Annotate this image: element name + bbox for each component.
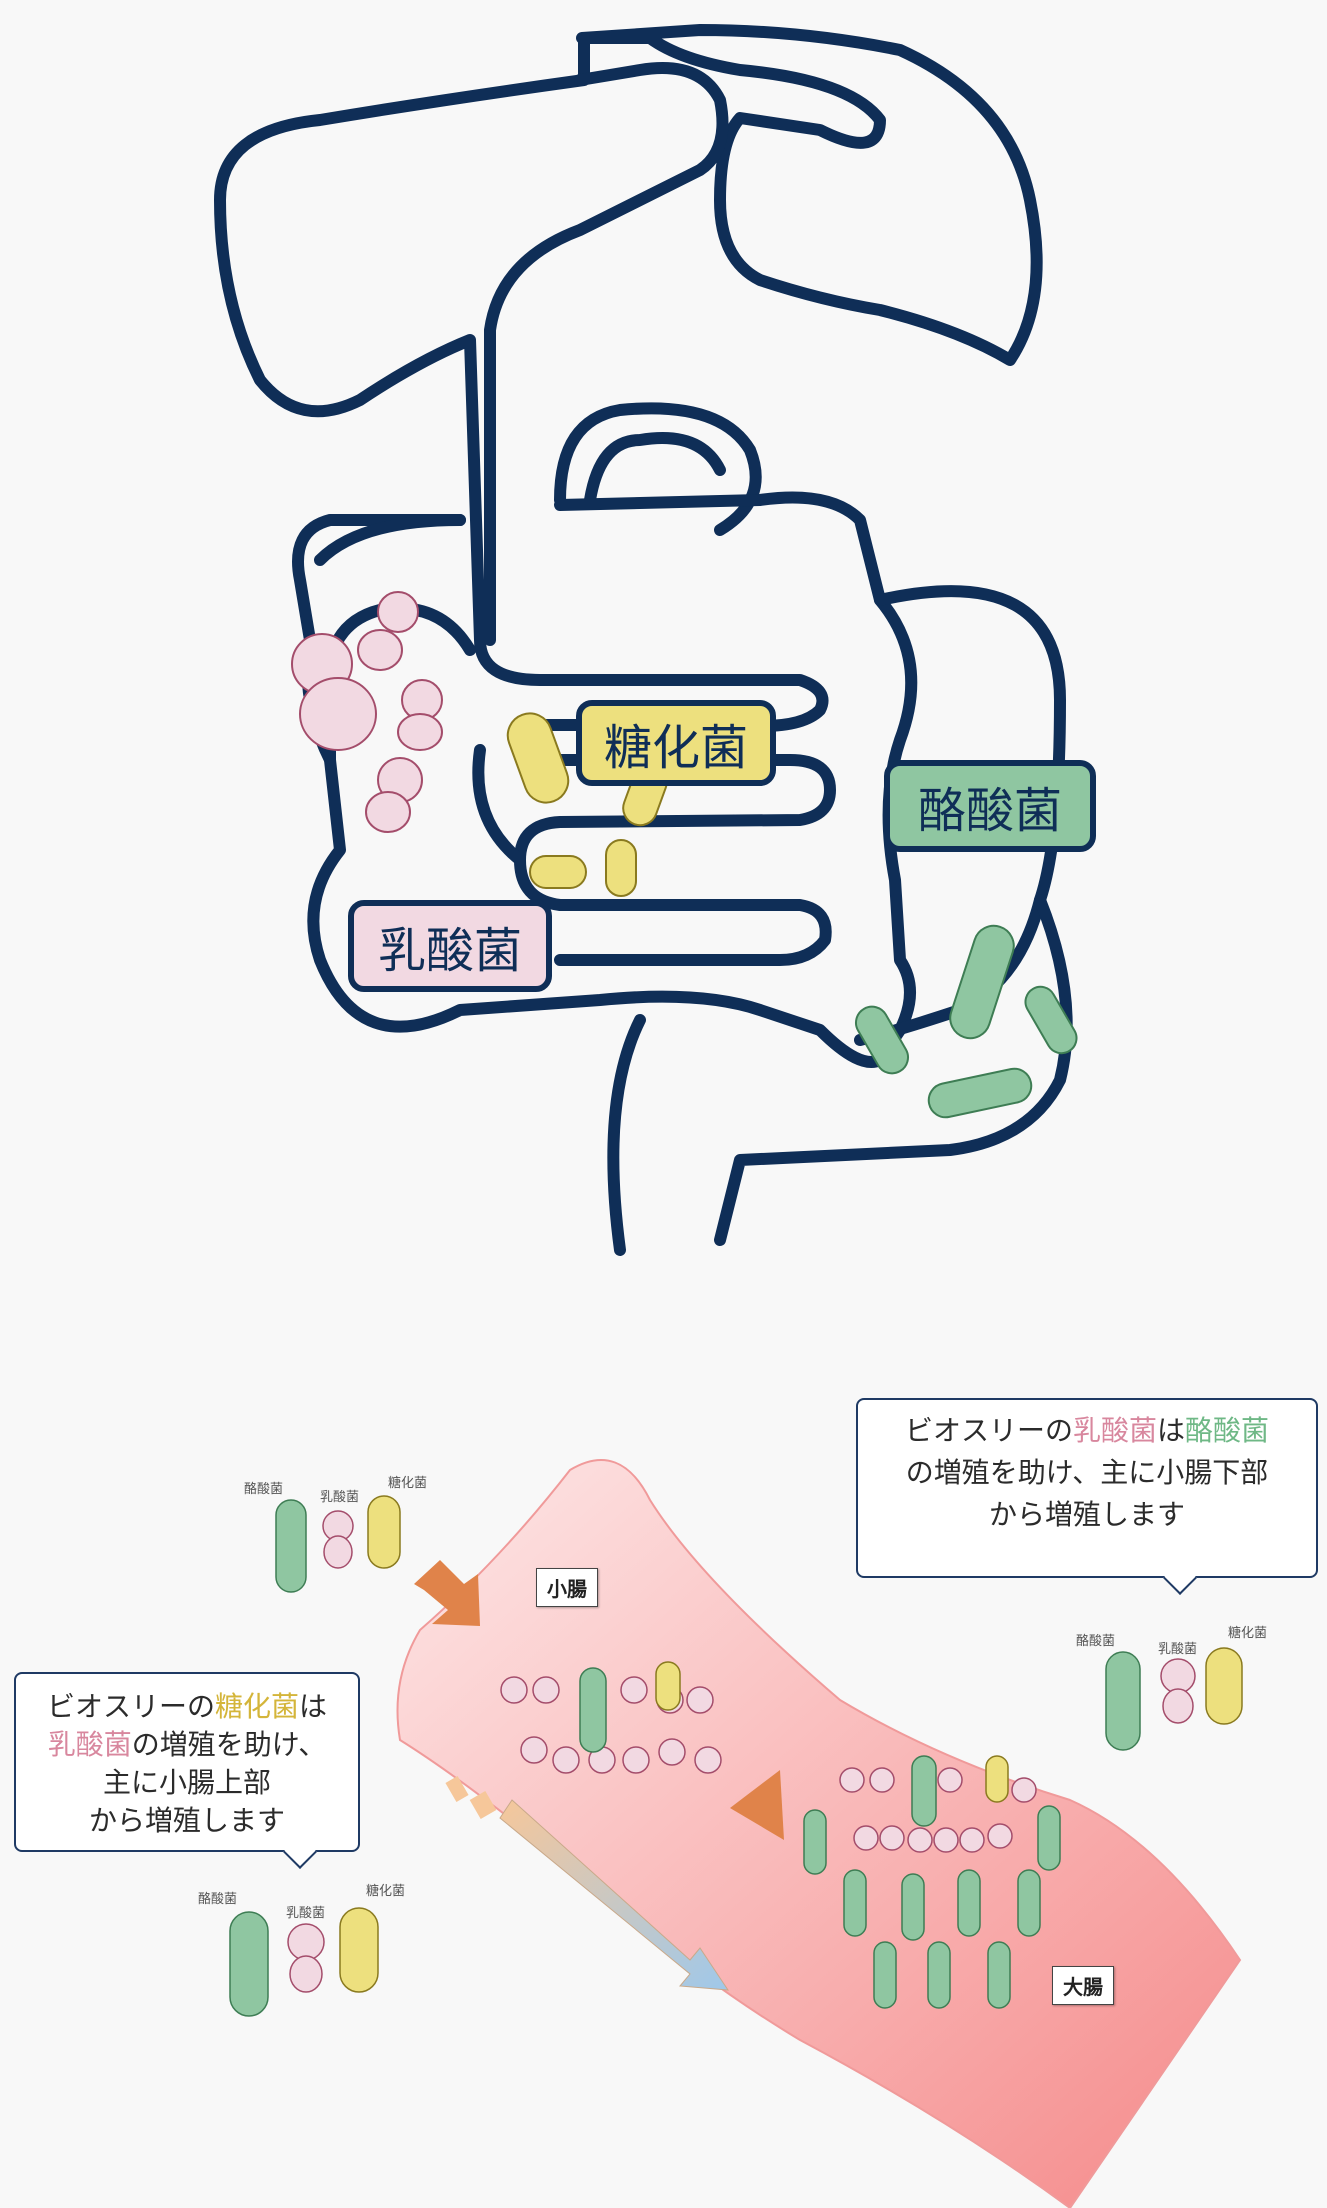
rakusan-label-text: 酪酸菌 (917, 783, 1062, 839)
callout-line: 主に小腸上部 (102, 1766, 271, 1799)
small-intestine-tag: 小腸 (536, 1568, 598, 1607)
callout-text: ビオスリーの (46, 1690, 215, 1723)
callout-line: から増殖します (88, 1804, 285, 1837)
callout-toka-info: ビオスリーの糖化菌は 乳酸菌の増殖を助け、 主に小腸上部 から増殖します (14, 1672, 360, 1852)
trio-right (1105, 1647, 1243, 1751)
callout-highlight-rakusan: 酪酸菌 (1185, 1414, 1270, 1447)
callout-text: の増殖を助け、 (131, 1728, 327, 1761)
mini-label-rakusan: 酪酸菌 (198, 1892, 238, 1907)
mini-label-toka: 糖化菌 (1228, 1626, 1268, 1641)
rakusan-label: 酪酸菌 (884, 760, 1096, 852)
direction-arrow (730, 1770, 784, 1840)
large-intestine-tag: 大腸 (1052, 1966, 1114, 2005)
toka-label-text: 糖化菌 (603, 720, 748, 776)
mini-label-toka: 糖化菌 (366, 1884, 406, 1899)
callout-text: は (1157, 1414, 1186, 1447)
mini-label-nyusan: 乳酸菌 (286, 1906, 326, 1921)
small-intestine-bacteria (500, 1661, 722, 1774)
callout-line: ビオスリーの乳酸菌は酪酸菌 (872, 1410, 1302, 1452)
rakusan-bacteria-group (855, 924, 1078, 1119)
callout-line: ビオスリーの糖化菌は (30, 1688, 344, 1726)
mini-label-nyusan: 乳酸菌 (1158, 1642, 1198, 1657)
nyusan-body (299, 677, 377, 751)
callout-text: は (299, 1690, 328, 1723)
nyusan-body (357, 629, 403, 671)
nyusan-label-text: 乳酸菌 (377, 923, 522, 979)
nyusan-label: 乳酸菌 (348, 900, 552, 992)
callout-line: の増殖を助け、主に小腸下部 (905, 1456, 1269, 1489)
rakusan-rod (927, 1067, 1033, 1119)
toka-rod (529, 855, 587, 889)
trio-bottom-left (229, 1907, 379, 2017)
mini-label-toka: 糖化菌 (388, 1476, 428, 1491)
nyusan-head (377, 591, 419, 633)
nyusan-body (397, 713, 443, 751)
callout-text: ビオスリーの (904, 1414, 1073, 1447)
callout-highlight-nyusan: 乳酸菌 (47, 1728, 132, 1761)
callout-line: 乳酸菌の増殖を助け、 (30, 1726, 344, 1764)
rakusan-rod (1024, 985, 1078, 1055)
flow-arrow (445, 1775, 729, 1991)
rakusan-rod (855, 1005, 909, 1075)
callout-nyusan-info: ビオスリーの乳酸菌は酪酸菌 の増殖を助け、主に小腸下部 から増殖します (856, 1398, 1318, 1578)
digestive-tract-outline (214, 24, 1073, 1256)
callout-line: から増殖します (988, 1498, 1185, 1531)
toka-rod (605, 839, 637, 897)
callout-highlight-nyusan: 乳酸菌 (1072, 1414, 1157, 1447)
nyusan-body (365, 791, 411, 833)
entry-arrow (414, 1560, 480, 1626)
callout-highlight-toka: 糖化菌 (214, 1690, 299, 1723)
mini-label-rakusan: 酪酸菌 (1076, 1634, 1116, 1649)
toka-label: 糖化菌 (576, 700, 776, 786)
rakusan-rod (949, 924, 1015, 1040)
nyusan-bacteria-group (291, 591, 443, 833)
mini-label-nyusan: 乳酸菌 (320, 1490, 360, 1505)
large-intestine-bacteria (803, 1755, 1061, 2009)
trio-top-left (275, 1495, 401, 1593)
mini-label-rakusan: 酪酸菌 (244, 1482, 284, 1497)
toka-rod (506, 712, 570, 804)
